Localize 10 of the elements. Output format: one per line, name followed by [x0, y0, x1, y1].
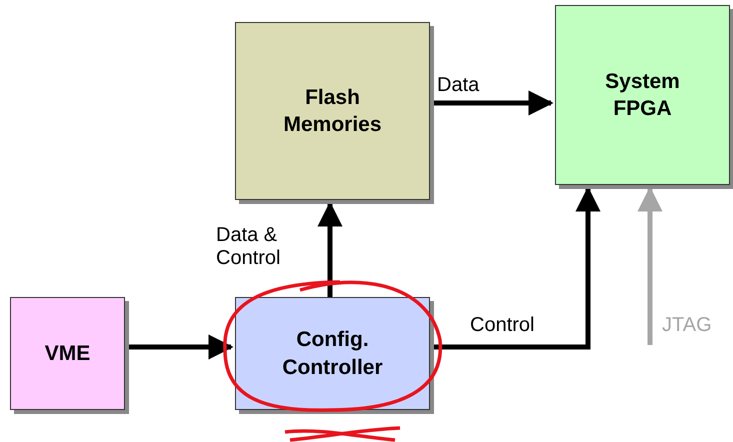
box-label: Config. Controller: [281, 327, 384, 380]
edge-label: Control: [470, 314, 534, 337]
box-label: System FPGA: [604, 68, 681, 122]
arrow: [318, 202, 342, 297]
edge-label: Data & Control: [216, 224, 282, 270]
box-label: VME: [44, 340, 92, 367]
box-label: Flash Memories: [282, 84, 383, 138]
edge-label: Data: [437, 74, 480, 97]
edge-label: JTAG: [662, 314, 712, 337]
arrow: [638, 186, 662, 345]
